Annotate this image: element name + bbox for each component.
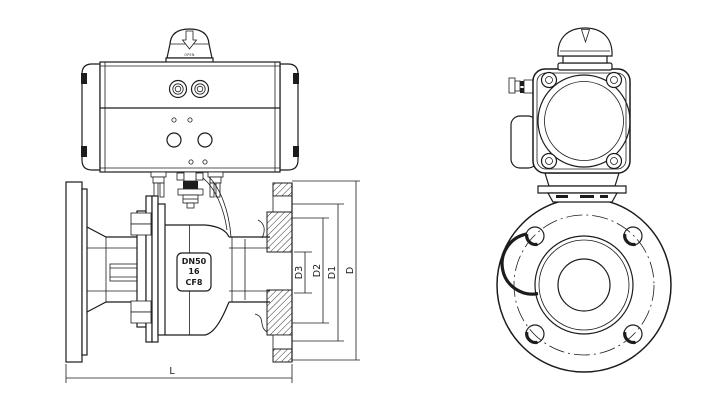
open-arrow-icon bbox=[181, 30, 198, 50]
front-view bbox=[496, 27, 672, 373]
flange-face bbox=[496, 197, 672, 373]
cylinder-bore-circle bbox=[537, 74, 631, 168]
pneumatic-actuator-front bbox=[532, 68, 631, 174]
bolt-holes bbox=[500, 226, 643, 345]
dimension-D3: D3 bbox=[294, 251, 312, 294]
valve-marking-line1: DN50 bbox=[182, 257, 207, 266]
dimension-D1: D1 bbox=[292, 203, 344, 342]
nameplate bbox=[176, 252, 212, 292]
break-line bbox=[254, 313, 268, 333]
bore-circle bbox=[557, 258, 611, 312]
dimension-label-D3: D3 bbox=[294, 266, 305, 279]
indicator-dome-front bbox=[557, 27, 613, 71]
valve-marking-line2: 16 bbox=[188, 267, 200, 276]
valve-marking-line3: CF8 bbox=[186, 278, 203, 287]
side-view: OPEN bbox=[65, 28, 360, 383]
dimension-D: D bbox=[292, 180, 360, 361]
body-joint bbox=[130, 195, 166, 343]
valve-body: DN50 16 CF8 bbox=[165, 224, 270, 336]
stem-packing bbox=[183, 181, 198, 189]
dimension-lines: D D1 D2 D3 L bbox=[65, 180, 360, 383]
indicator-open-label: OPEN bbox=[184, 53, 194, 57]
flange-outer-circle bbox=[496, 197, 672, 373]
dimension-label-D: D bbox=[345, 267, 356, 274]
bolt-circle-centerline bbox=[513, 214, 655, 356]
dimension-label-D2: D2 bbox=[312, 264, 323, 277]
actuator-right-endcap bbox=[279, 63, 299, 171]
left-flange bbox=[65, 181, 83, 363]
endcap-bolts bbox=[540, 71, 623, 170]
air-port-icons bbox=[168, 79, 210, 99]
right-flange-section bbox=[254, 182, 293, 363]
break-line bbox=[257, 219, 265, 239]
ball-valve-side: DN50 16 CF8 bbox=[65, 181, 293, 363]
dimension-label-D1: D1 bbox=[327, 266, 338, 279]
dimension-label-L: L bbox=[169, 366, 175, 377]
air-fitting bbox=[508, 77, 535, 94]
bracket-front bbox=[537, 172, 627, 203]
pneumatic-actuator-side bbox=[81, 61, 299, 173]
actuator-left-endcap bbox=[81, 63, 101, 171]
dimension-L: L bbox=[65, 364, 293, 383]
indicator-arrow-icon bbox=[580, 29, 591, 44]
actuator-position-indicator: OPEN bbox=[165, 28, 214, 64]
dimension-D2: D2 bbox=[292, 217, 329, 324]
actuator-mounting-bracket bbox=[150, 171, 232, 238]
actuator-cylinder-body bbox=[99, 61, 281, 173]
